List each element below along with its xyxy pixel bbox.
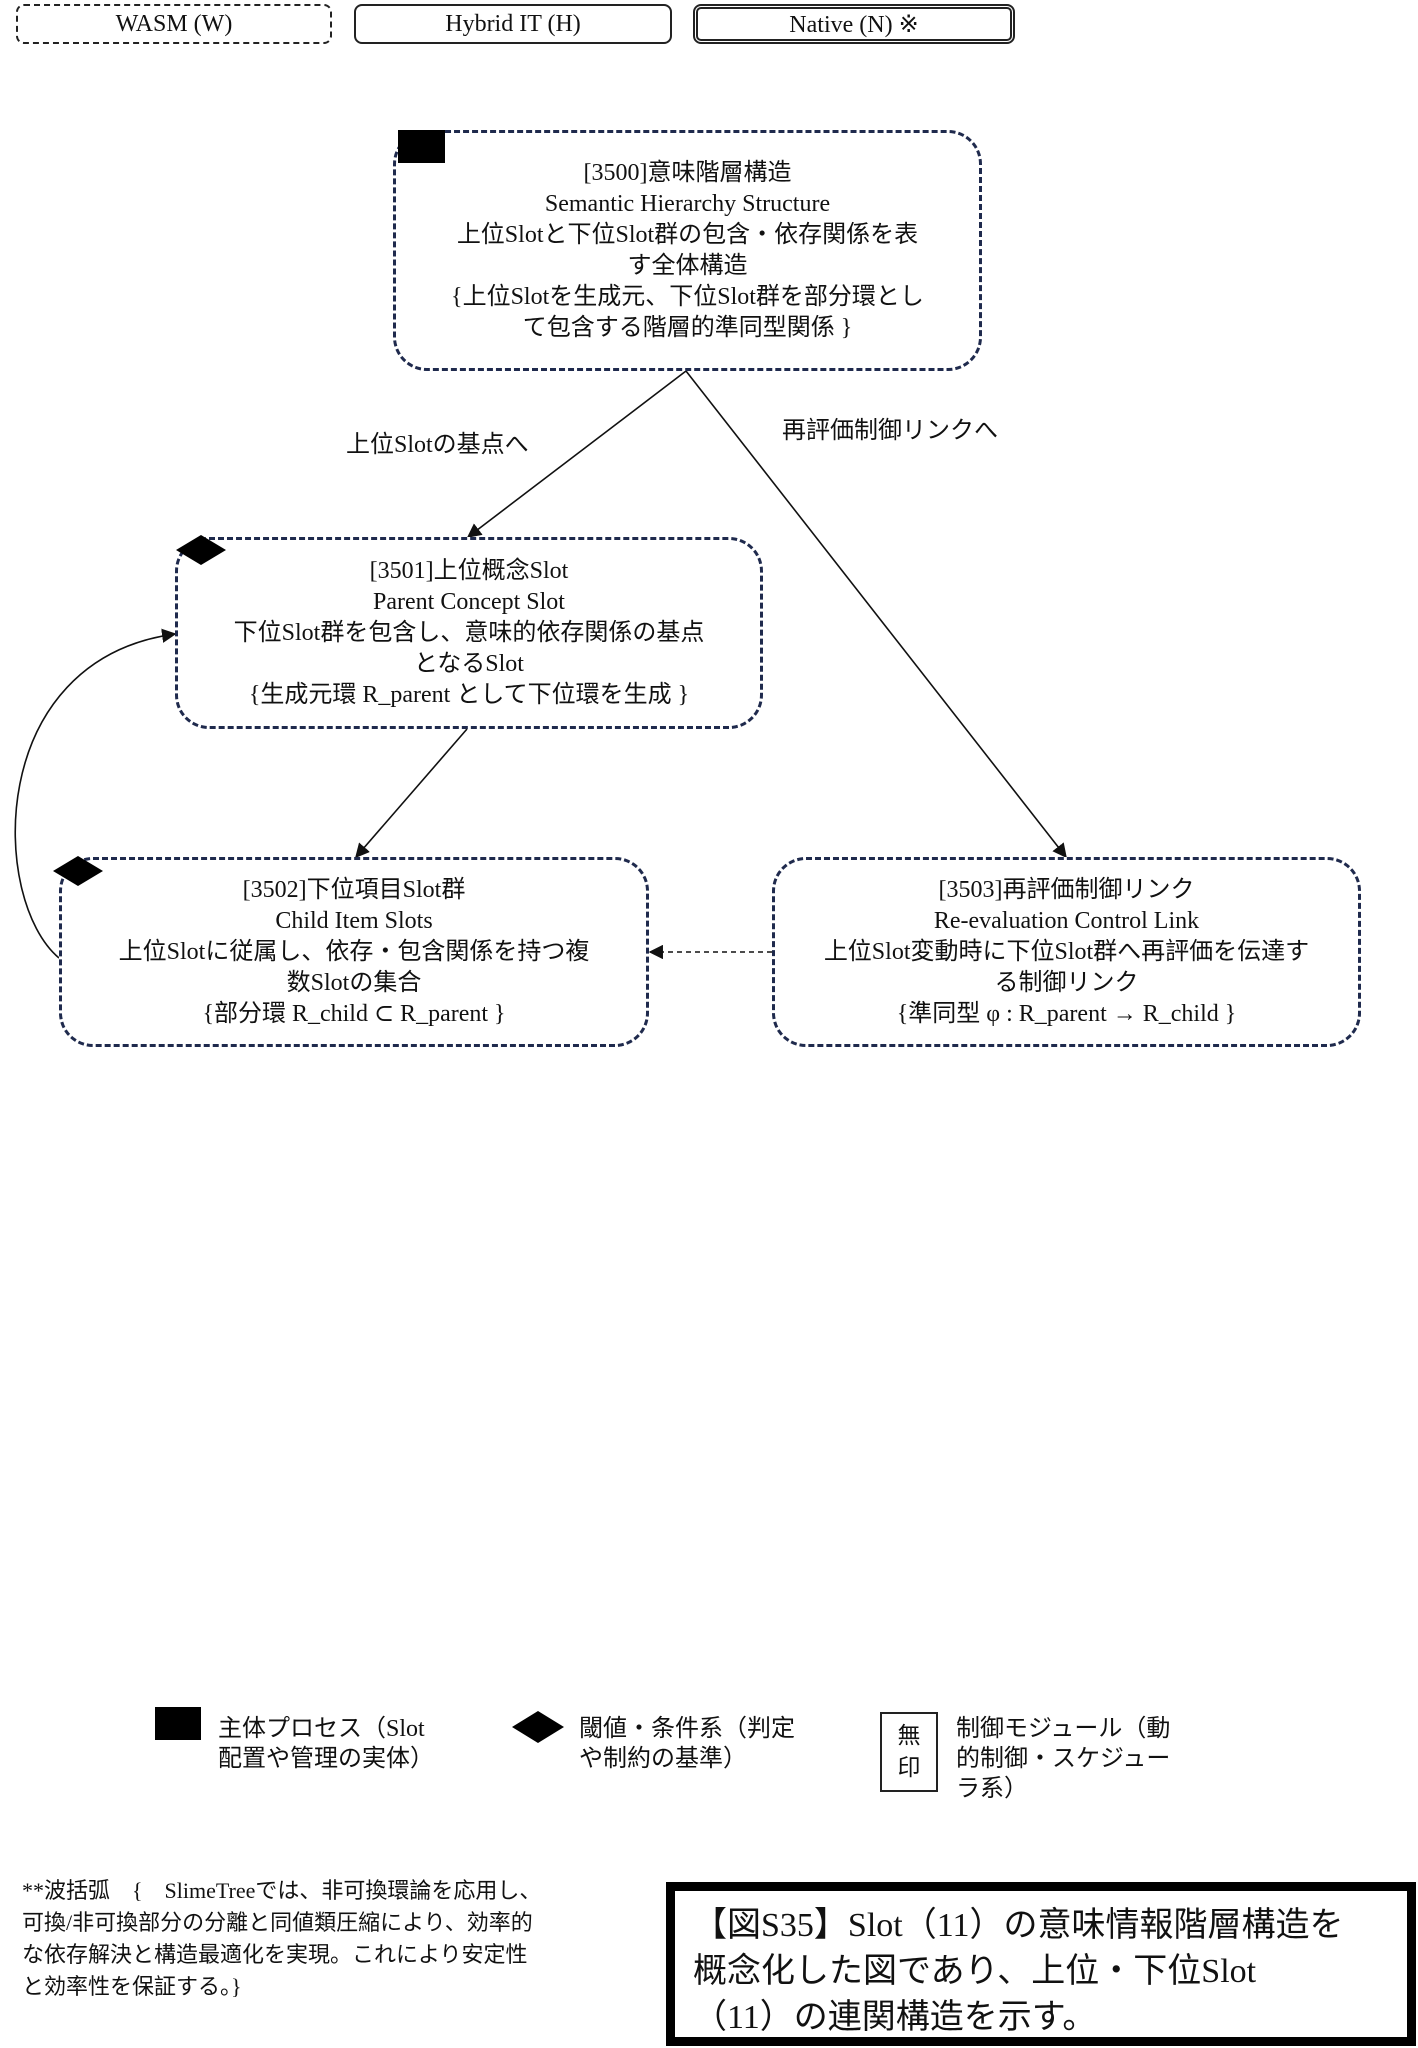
footnote-line: **波括弧 { SlimeTreeでは、非可換環論を応用し、 — [22, 1878, 542, 1903]
node-line: {部分環 R_child ⊂ R_parent } — [202, 1000, 506, 1027]
threshold-marker — [53, 856, 103, 886]
edge-3500-to-3501 — [466, 370, 687, 538]
node-line: る制御リンク — [994, 969, 1139, 996]
node-3501-parent-concept-slot: [3501]上位概念Slot Parent Concept Slot 下位Slo… — [175, 537, 763, 729]
node-3502-child-item-slots: [3502]下位項目Slot群 Child Item Slots 上位Slotに… — [59, 857, 649, 1047]
key-control-module: 制御モジュール（動 的制御・スケジュー ラ系） — [956, 1714, 1201, 1804]
node-line: て包含する階層的準同型関係 } — [522, 314, 853, 341]
caption-line: 【図S35】Slot（11）の意味情報階層構造を — [693, 1907, 1344, 1944]
node-line: [3502]下位項目Slot群 — [242, 876, 466, 903]
edge-label-to-parent: 上位Slotの基点へ — [346, 432, 529, 458]
legend-native: Native (N) ※ — [693, 4, 1015, 44]
caption-line: （11）の連関構造を示す。 — [693, 1999, 1097, 2036]
key-line: 閾値・条件系（判定 — [579, 1716, 795, 1742]
node-line: Semantic Hierarchy Structure — [544, 190, 831, 217]
legend-hybrid: Hybrid IT (H) — [354, 4, 672, 44]
edge-3502-to-3501-curve — [14, 628, 177, 959]
footnote-line: と効率性を保証する。} — [22, 1974, 242, 1999]
edge-label-to-link: 再評価制御リンクへ — [782, 418, 998, 444]
node-line: {生成元環 R_parent として下位環を生成 } — [248, 681, 690, 708]
key-plain-char: 印 — [897, 1755, 921, 1780]
key-line: 主体プロセス（Slot — [218, 1716, 425, 1742]
key-line: 配置や管理の実体） — [218, 1746, 434, 1772]
key-line: や制約の基準） — [579, 1746, 747, 1772]
caption-line: 概念化した図であり、上位・下位Slot — [693, 1953, 1257, 1990]
node-line: [3501]上位概念Slot — [369, 557, 569, 584]
key-threshold: 閾値・条件系（判定 や制約の基準） — [579, 1714, 834, 1774]
node-3500-semantic-hierarchy: [3500]意味階層構造 Semantic Hierarchy Structur… — [393, 130, 982, 371]
node-line: [3503]再評価制御リンク — [938, 876, 1195, 903]
node-line: 下位Slot群を包含し、意味的依存関係の基点 — [233, 619, 705, 646]
footnote: **波括弧 { SlimeTreeでは、非可換環論を応用し、 可換/非可換部分の… — [22, 1875, 642, 2003]
key-line: ラ系） — [956, 1776, 1028, 1802]
node-line: 上位Slot変動時に下位Slot群へ再評価を伝達す — [823, 938, 1310, 965]
main-process-marker — [398, 130, 445, 163]
threshold-marker — [176, 535, 226, 565]
node-line: 上位Slotと下位Slot群の包含・依存関係を表 — [456, 221, 919, 248]
key-rect-icon — [155, 1707, 201, 1740]
node-line: {準同型 φ : R_parent → R_child } — [896, 1000, 1237, 1027]
node-line: Child Item Slots — [275, 907, 433, 934]
node-line: [3500]意味階層構造 — [583, 159, 792, 186]
key-diamond-icon — [512, 1711, 564, 1743]
node-line: {上位Slotを生成元、下位Slot群を部分環とし — [451, 283, 924, 310]
node-line: Parent Concept Slot — [373, 588, 565, 615]
key-plain-mark: 無 印 — [880, 1712, 938, 1792]
node-line: 数Slotの集合 — [286, 969, 422, 996]
footnote-line: な依存解決と構造最適化を実現。これにより安定性 — [22, 1942, 528, 1967]
key-main-process: 主体プロセス（Slot 配置や管理の実体） — [218, 1714, 468, 1774]
footnote-line: 可換/非可換部分の分離と同値類圧縮により、効率的 — [22, 1910, 533, 1935]
node-line: す全体構造 — [627, 252, 748, 279]
edge-3501-to-3502 — [355, 728, 468, 859]
figure-caption: 【図S35】Slot（11）の意味情報階層構造を 概念化した図であり、上位・下位… — [666, 1882, 1416, 2046]
edge-3500-to-3503 — [685, 370, 1067, 859]
node-line: となるSlot — [414, 650, 524, 677]
node-line: 上位Slotに従属し、依存・包含関係を持つ複 — [118, 938, 590, 965]
node-3503-reevaluation-control-link: [3503]再評価制御リンク Re-evaluation Control Lin… — [772, 857, 1361, 1047]
key-line: 的制御・スケジュー — [956, 1746, 1171, 1772]
node-line: Re-evaluation Control Link — [933, 907, 1200, 934]
key-line: 制御モジュール（動 — [956, 1716, 1171, 1742]
legend-wasm: WASM (W) — [16, 4, 332, 44]
key-plain-char: 無 — [897, 1723, 921, 1748]
